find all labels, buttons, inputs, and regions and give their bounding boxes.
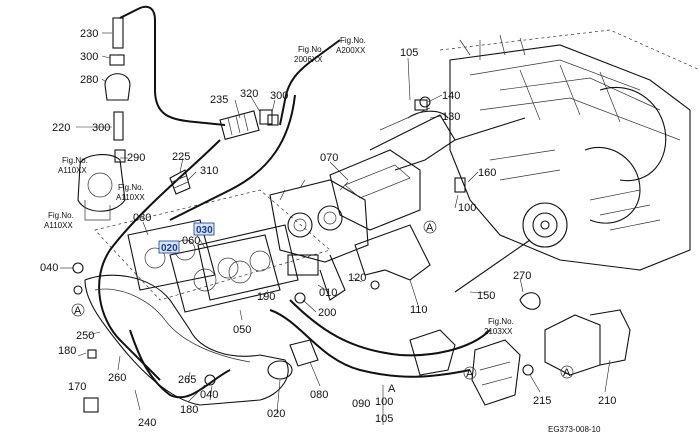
callout-110[interactable]: 110 [410, 304, 428, 316]
callout-020-highlighted[interactable]: 020 [161, 243, 178, 254]
fig-ref-label: Fig.No. [62, 156, 88, 165]
small-hardware [72, 96, 534, 413]
engine-block [449, 34, 691, 271]
marker-a: A [74, 305, 82, 317]
callout-120[interactable]: 120 [348, 272, 366, 284]
callout-310[interactable]: 310 [200, 165, 218, 177]
callout-060[interactable]: 060 [182, 235, 200, 247]
fig-ref-2103xx[interactable]: 2103XX [484, 327, 513, 336]
callout-140[interactable]: 140 [442, 90, 460, 102]
callout-300[interactable]: 300 [92, 122, 110, 134]
callout-040[interactable]: 040 [200, 389, 218, 401]
fig-ref-a110xx[interactable]: A110XX [116, 193, 145, 202]
governor-bracket [519, 292, 631, 376]
callout-190[interactable]: 190 [257, 291, 275, 303]
callout-265[interactable]: 265 [178, 374, 196, 386]
fig-ref-label: Fig.No. [118, 183, 144, 192]
callout-220[interactable]: 220 [52, 122, 70, 134]
reference-markers: A A A A A [71, 220, 574, 395]
drawing-code: EG373-008-10 [548, 425, 601, 434]
fig-ref-label: Fig.No. [488, 317, 514, 326]
callout-260[interactable]: 260 [108, 372, 126, 384]
intake-manifold [84, 274, 319, 406]
callout-070[interactable]: 070 [320, 152, 338, 164]
fig-ref-a200xx[interactable]: A200XX [336, 46, 366, 55]
fuel-pump-group [77, 17, 131, 221]
callout-100[interactable]: 100 [458, 202, 476, 214]
callout-020[interactable]: 020 [267, 408, 285, 420]
callout-240[interactable]: 240 [138, 417, 156, 429]
carburetor [269, 179, 369, 301]
figure-references: Fig.No. 2006XX Fig.No. A200XX Fig.No. A1… [44, 36, 514, 336]
fig-ref-a110xx[interactable]: A110XX [58, 166, 87, 175]
gasket-plates [127, 219, 299, 313]
callout-180[interactable]: 180 [58, 345, 76, 357]
callout-250[interactable]: 250 [76, 330, 94, 342]
callout-270[interactable]: 270 [513, 270, 531, 282]
callout-215[interactable]: 215 [533, 395, 551, 407]
fig-ref-label: Fig.No. [340, 36, 366, 45]
callout-105[interactable]: 105 [400, 47, 418, 59]
lower-actuator [409, 329, 521, 406]
callout-280[interactable]: 280 [80, 74, 98, 86]
fig-ref-2006xx[interactable]: 2006XX [294, 55, 323, 64]
callout-080[interactable]: 080 [133, 212, 151, 224]
callout-210[interactable]: 210 [598, 395, 616, 407]
callout-230[interactable]: 230 [80, 28, 98, 40]
callout-030-highlighted[interactable]: 030 [196, 225, 213, 236]
callout-100[interactable]: 100 [375, 396, 393, 408]
callout-150[interactable]: 150 [477, 290, 495, 302]
solenoid-assembly [169, 109, 279, 195]
marker-a: A [563, 367, 571, 379]
fig-ref-a110xx[interactable]: A110XX [44, 221, 73, 230]
fig-ref-label: Fig.No. [48, 211, 74, 220]
callout-320[interactable]: 320 [240, 88, 258, 100]
callout-105[interactable]: 105 [375, 413, 393, 425]
callout-010[interactable]: 010 [319, 287, 337, 299]
callout-300[interactable]: 300 [270, 90, 288, 102]
callout-050[interactable]: 050 [233, 324, 251, 336]
callout-200[interactable]: 200 [318, 307, 336, 319]
marker-a: A [426, 222, 434, 234]
callout-labels: 230 300 280 220 300 290 235 320 300 225 … [40, 28, 616, 429]
marker-a: A [466, 368, 474, 380]
callout-080[interactable]: 080 [310, 389, 328, 401]
callout-290[interactable]: 290 [127, 152, 145, 164]
marker-a: A [388, 383, 396, 395]
callout-040[interactable]: 040 [40, 262, 58, 274]
leader-lines [60, 32, 611, 425]
stud-bolt-upper [454, 117, 526, 141]
callout-235[interactable]: 235 [210, 94, 228, 106]
stud-bolt-long [454, 239, 531, 293]
callout-160[interactable]: 160 [478, 167, 496, 179]
vacuum-hose-lines [98, 5, 491, 399]
callout-130[interactable]: 130 [442, 111, 460, 123]
callout-170[interactable]: 170 [68, 381, 86, 393]
callout-090[interactable]: 090 [352, 398, 370, 410]
callout-225[interactable]: 225 [172, 151, 190, 163]
callout-180[interactable]: 180 [180, 404, 198, 416]
callout-300[interactable]: 300 [80, 51, 98, 63]
fig-ref-label: Fig.No. [298, 45, 324, 54]
